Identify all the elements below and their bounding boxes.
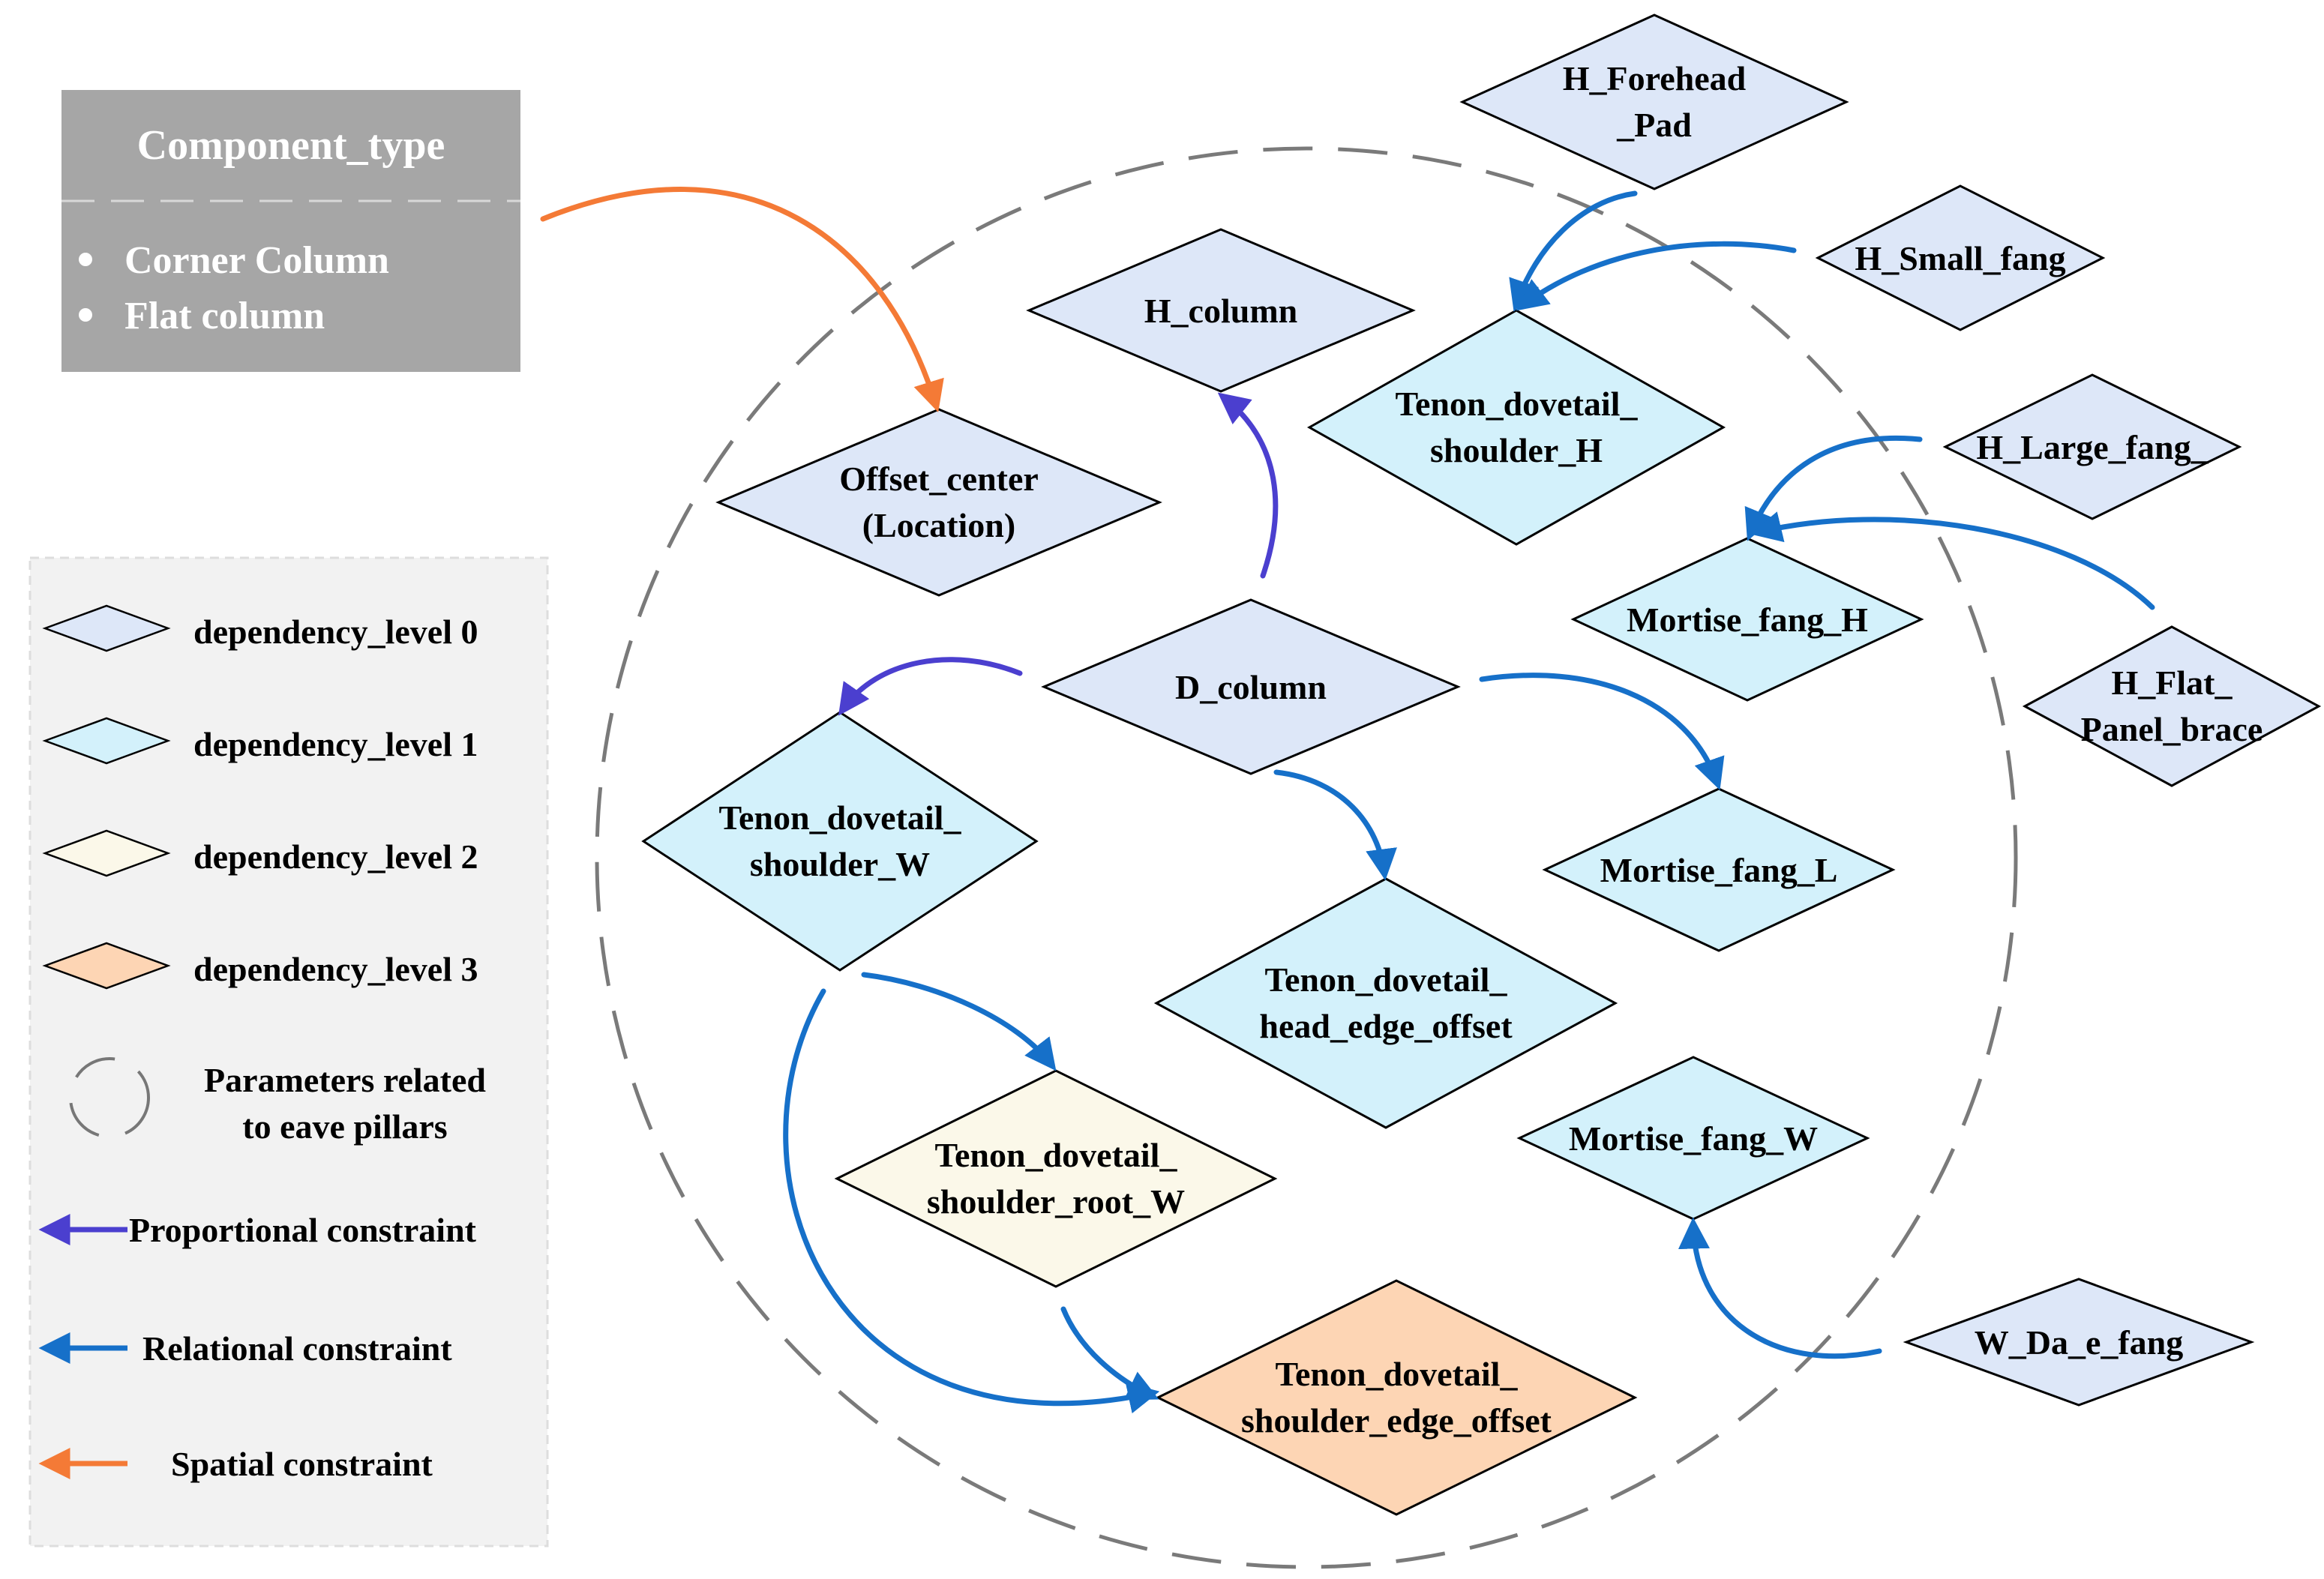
node-label: Mortise_fang_L [1600,851,1838,889]
node-mortise-fang-l: Mortise_fang_L [1542,787,1896,952]
node-label: Panel_brace [2081,710,2263,748]
edge-flat-brace-to-mortise-h [1750,511,2155,610]
node-tenon-shoulder-edge-offset: Tenon_dovetail_ shoulder_edge_offset [1155,1279,1638,1516]
legend-label-level1: dependency_level 1 [193,725,478,763]
edge-d-column-to-mortise-l [1479,673,1725,790]
node-label: H_Forehead [1563,59,1747,97]
legend-swatch-level0 [42,604,171,652]
node-label: Tenon_dovetail_ [935,1136,1178,1174]
node-label: Tenon_dovetail_ [1265,960,1508,999]
node-offset-center: Offset_center (Location) [715,408,1162,597]
node-mortise-fang-w: Mortise_fang_W [1516,1056,1870,1221]
legend-swatch-level1 [42,717,171,765]
node-label: (Location) [862,506,1015,544]
eave-pillar-boundary [595,146,2018,1569]
node-label: shoulder_edge_offset [1241,1401,1552,1440]
edge-d-column-to-head-edge-offset [1273,769,1397,881]
edge-shoulder-w-to-root-w [861,972,1057,1071]
component-type-item: Corner Column [124,239,389,282]
node-label: H_Small_fang [1855,239,2065,277]
edge-small-fang-to-shoulder-h [1516,241,1797,311]
node-label: shoulder_root_W [927,1182,1185,1221]
node-label: Mortise_fang_H [1627,601,1868,639]
legend-swatch-level2 [42,829,171,877]
node-h-column: H_column [1026,228,1416,393]
node-label: _Pad [1616,106,1692,144]
node-label: shoulder_W [750,845,930,883]
edge-forehead-to-shoulder-h [1509,190,1638,312]
node-label: head_edge_offset [1259,1007,1513,1045]
legend-label-spatial: Spatial constraint [171,1445,433,1483]
legend-box: dependency_level 0 dependency_level 1 de… [28,556,549,1548]
edge-shoulder-w-to-edge-offset [783,988,1160,1414]
bullet-icon [79,253,92,266]
node-tenon-head-edge-offset: Tenon_dovetail_ head_edge_offset [1153,877,1618,1129]
edge-large-fang-to-mortise-h [1744,435,1923,541]
node-w-da-e-fang: W_Da_e_fang [1903,1278,2255,1407]
legend-label-level3: dependency_level 3 [193,950,478,988]
component-type-title: Component_type [137,122,445,169]
edge-spatial-component-to-offset [540,187,944,413]
edge-da-e-fang-to-mortise-w [1678,1217,1882,1359]
node-label: W_Da_e_fang [1975,1323,2184,1362]
legend-label-relational: Relational constraint [142,1329,452,1368]
edge-d-column-to-shoulder-w [838,657,1023,716]
node-label: Tenon_dovetail_ [1396,385,1639,423]
component-type-box: Component_type Corner Column Flat column [61,90,520,372]
legend-label-eave-line1: Parameters related [204,1061,486,1099]
node-h-flat-panel-brace: H_Flat_ Panel_brace [2022,625,2322,787]
legend-label-eave-line2: to eave pillars [242,1107,447,1146]
dashed-circle-icon [69,1057,150,1138]
node-tenon-shoulder-w: Tenon_dovetail_ shoulder_W [641,711,1039,972]
node-label: Tenon_dovetail_ [719,798,962,837]
legend-swatch-level3 [42,942,171,990]
node-h-small-fang: H_Small_fang [1815,184,2106,331]
node-label: Mortise_fang_W [1569,1119,1818,1158]
legend-label-level2: dependency_level 2 [193,837,478,876]
edge-d-column-to-h-column [1217,392,1279,579]
node-label: D_column [1175,668,1327,706]
node-h-forehead-pad: H_Forehead _Pad [1459,13,1849,190]
bullet-icon [79,308,92,322]
node-label: H_column [1144,292,1297,330]
node-label: Offset_center [839,460,1039,498]
legend-label-proportional: Proportional constraint [129,1211,477,1249]
legend-label-level0: dependency_level 0 [193,613,478,651]
node-label: H_Large_fang_ [1976,428,2209,466]
component-type-item: Flat column [124,295,325,337]
node-label: H_Flat_ [2112,664,2233,702]
node-d-column: D_column [1041,598,1461,775]
node-tenon-shoulder-root-w: Tenon_dovetail_ shoulder_root_W [834,1069,1278,1288]
edge-root-w-to-edge-offset [1060,1306,1159,1401]
node-tenon-shoulder-h: Tenon_dovetail_ shoulder_H [1306,309,1726,546]
node-label: Tenon_dovetail_ [1276,1355,1519,1393]
node-h-large-fang: H_Large_fang_ [1942,373,2242,520]
node-label: shoulder_H [1430,431,1603,469]
node-mortise-fang-h: Mortise_fang_H [1570,537,1924,702]
